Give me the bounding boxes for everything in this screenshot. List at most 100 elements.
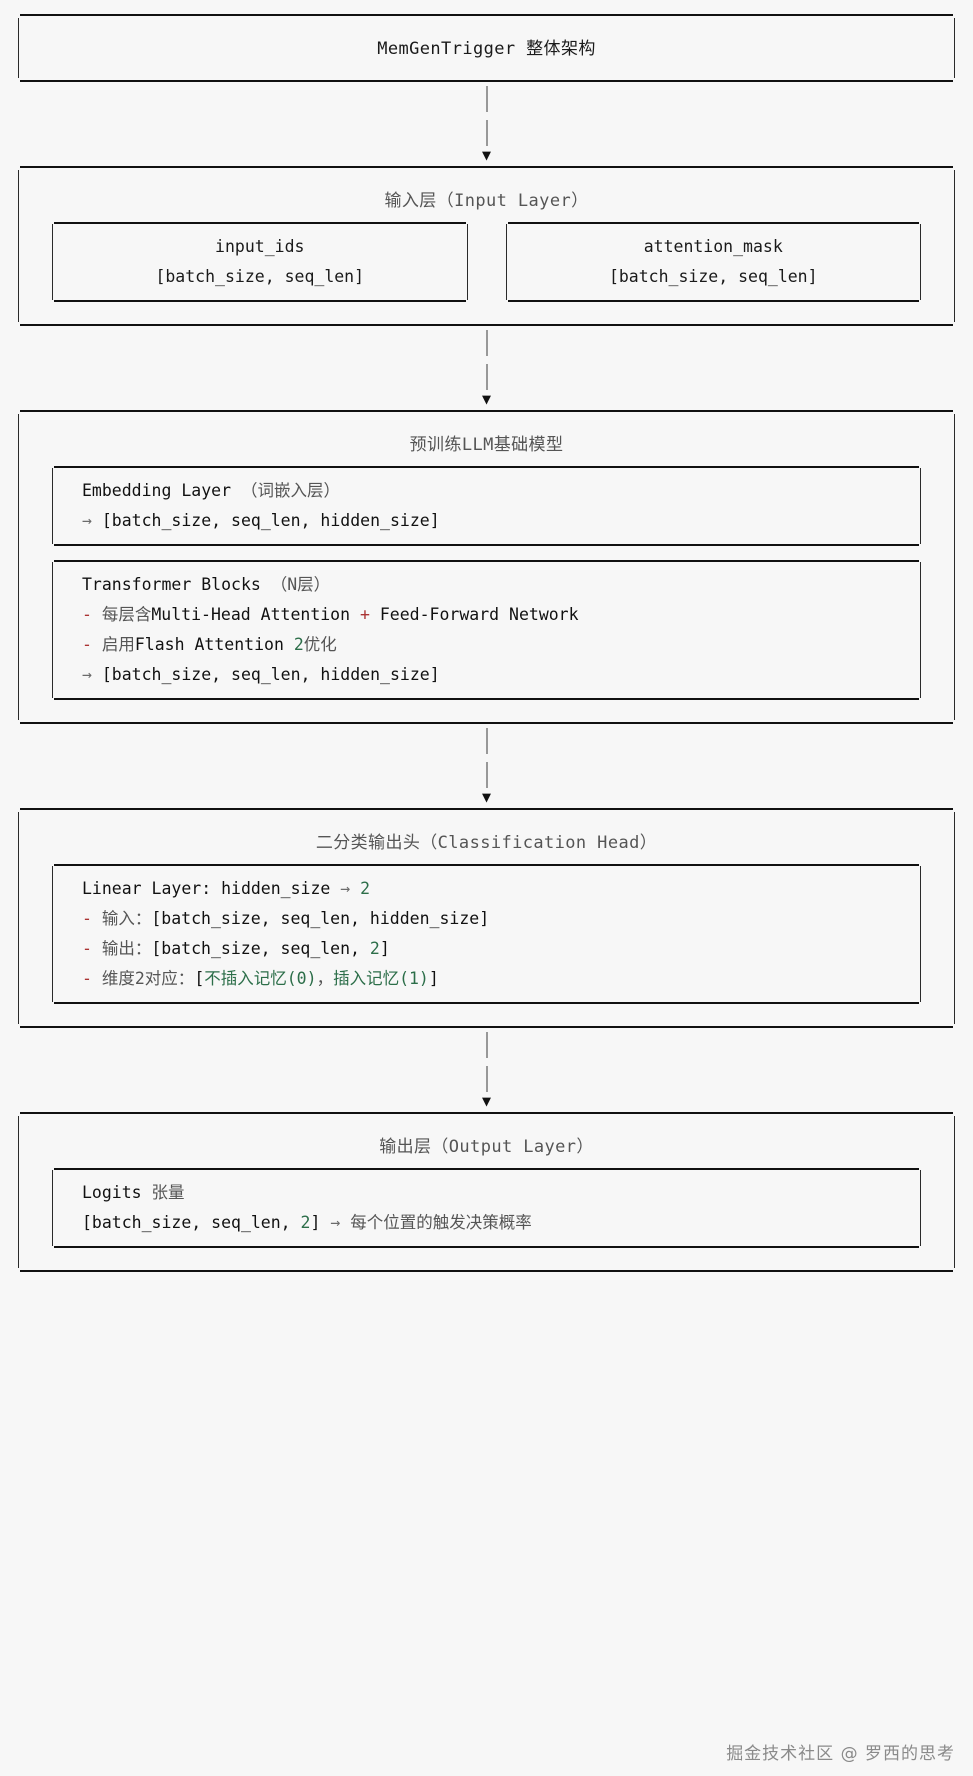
embedding-title: Embedding Layer （词嵌入层） bbox=[52, 476, 921, 506]
transformer-bullet-1: - 每层含Multi-Head Attention + Feed-Forward… bbox=[52, 600, 921, 630]
linear-input-label: 输入： bbox=[101, 909, 152, 928]
connector-head-to-output: ▼ bbox=[0, 1028, 973, 1112]
linear-layer-title-text: Linear Layer: hidden_size bbox=[82, 879, 341, 898]
box-rule-bottom bbox=[20, 722, 953, 724]
attention-mask-column: attention_mask [batch_size, seq_len] bbox=[505, 222, 922, 302]
spacer bbox=[18, 700, 955, 712]
box-rule-bottom bbox=[20, 1026, 953, 1028]
spacer bbox=[18, 1248, 955, 1260]
connector-title-to-input: ▼ bbox=[0, 82, 973, 166]
transformer-shape: [batch_size, seq_len, hidden_size] bbox=[101, 665, 440, 684]
box-rule-top bbox=[54, 1168, 919, 1170]
input-ids-column: input_ids [batch_size, seq_len] bbox=[52, 222, 468, 302]
llm-base-header: 预训练LLM基础模型 bbox=[409, 435, 564, 455]
input-ids-shape: [batch_size, seq_len] bbox=[155, 267, 365, 286]
box-rule-top bbox=[54, 864, 919, 866]
box-rule-bottom bbox=[20, 80, 953, 82]
input-layer-header: 输入层（Input Layer） bbox=[384, 191, 589, 211]
box-rule-top bbox=[54, 222, 466, 224]
input-ids-box: input_ids [batch_size, seq_len] bbox=[52, 222, 468, 302]
box-rule-bottom bbox=[54, 698, 919, 700]
arrow-down-icon: ▼ bbox=[481, 146, 492, 164]
linear-input-shape: [batch_size, seq_len, hidden_size] bbox=[151, 909, 490, 928]
watermark: 掘金技术社区 @ 罗西的思考 bbox=[726, 1744, 955, 1764]
box-rule-top bbox=[20, 14, 953, 16]
linear-dim-option-1: 插入记忆(1) bbox=[333, 969, 429, 988]
attention-mask-name: attention_mask bbox=[643, 237, 783, 256]
box-rule-bottom bbox=[54, 544, 919, 546]
transformer-bullet-1-en-a: Multi-Head Attention bbox=[151, 605, 360, 624]
arrow-down-icon: ▼ bbox=[481, 788, 492, 806]
linear-output-shape-b: ] bbox=[379, 939, 390, 958]
bullet-dash: - bbox=[82, 605, 92, 624]
logits-description: 每个位置的触发决策概率 bbox=[340, 1213, 532, 1232]
logits-title-en: Logits bbox=[82, 1183, 152, 1202]
box-rule-top bbox=[54, 560, 919, 562]
connector-segment bbox=[486, 1066, 487, 1092]
connector-segment bbox=[486, 86, 487, 112]
box-rule-top bbox=[20, 1112, 953, 1114]
transformer-bullet-2-cjk: 启用 bbox=[101, 635, 135, 654]
arrow-right-icon: → bbox=[82, 511, 92, 530]
output-layer-header: 输出层（Output Layer） bbox=[379, 1137, 594, 1157]
connector-segment bbox=[486, 364, 487, 390]
connector-segment bbox=[486, 1032, 487, 1058]
embedding-title-cjk: （词嵌入层） bbox=[240, 481, 340, 500]
embedding-shape: [batch_size, seq_len, hidden_size] bbox=[101, 511, 440, 530]
transformer-title: Transformer Blocks （N层） bbox=[52, 570, 921, 600]
linear-input-line: - 输入：[batch_size, seq_len, hidden_size] bbox=[52, 904, 921, 934]
linear-layer-out-dim: 2 bbox=[360, 879, 371, 898]
box-body: Linear Layer: hidden_size → 2 - 输入：[batc… bbox=[52, 866, 921, 1002]
arrow-right-icon: → bbox=[340, 879, 351, 898]
plus-sign: + bbox=[360, 605, 370, 624]
transformer-bullet-2-tail: 优化 bbox=[303, 635, 337, 654]
box-body: 二分类输出头（Classification Head） Linear Layer… bbox=[18, 810, 955, 1026]
embedding-layer-box: Embedding Layer （词嵌入层） → [batch_size, se… bbox=[52, 466, 921, 546]
transformer-bullet-1-cjk: 每层含 bbox=[101, 605, 152, 624]
classification-head-box: 二分类输出头（Classification Head） Linear Layer… bbox=[18, 808, 955, 1028]
bullet-dash: - bbox=[82, 939, 92, 958]
box-body: MemGenTrigger 整体架构 bbox=[18, 16, 955, 80]
transformer-bullet-2-num: 2 bbox=[293, 635, 304, 654]
box-body: 输出层（Output Layer） Logits 张量 [batch_size,… bbox=[18, 1114, 955, 1270]
spacer bbox=[18, 302, 955, 314]
box-rule-top bbox=[20, 808, 953, 810]
transformer-bullet-2: - 启用Flash Attention 2优化 bbox=[52, 630, 921, 660]
output-layer-box: 输出层（Output Layer） Logits 张量 [batch_size,… bbox=[18, 1112, 955, 1272]
box-body: input_ids [batch_size, seq_len] bbox=[52, 224, 468, 300]
linear-output-label: 输出： bbox=[101, 939, 152, 958]
box-body: Embedding Layer （词嵌入层） → [batch_size, se… bbox=[52, 468, 921, 544]
bullet-dash: - bbox=[82, 969, 92, 988]
box-rule-bottom bbox=[54, 1246, 919, 1248]
logits-shape-num: 2 bbox=[300, 1213, 311, 1232]
logits-title-cjk: 张量 bbox=[151, 1183, 185, 1202]
linear-layer-title: Linear Layer: hidden_size → 2 bbox=[52, 874, 921, 904]
transformer-bullet-2-en: Flash Attention bbox=[134, 635, 294, 654]
logits-shape-a: [batch_size, seq_len, bbox=[82, 1213, 301, 1232]
bracket-close: ] bbox=[428, 969, 439, 988]
attention-mask-shape: [batch_size, seq_len] bbox=[608, 267, 818, 286]
diagram-title: MemGenTrigger 整体架构 bbox=[377, 39, 596, 59]
linear-dim-comma: ， bbox=[316, 969, 334, 988]
transformer-blocks-box: Transformer Blocks （N层） - 每层含Multi-Head … bbox=[52, 560, 921, 700]
box-body: Logits 张量 [batch_size, seq_len, 2] → 每个位… bbox=[52, 1170, 921, 1246]
input-ids-name: input_ids bbox=[215, 237, 305, 256]
logits-shape-b: ] bbox=[310, 1213, 331, 1232]
box-body: 输入层（Input Layer） input_ids [batch_size, … bbox=[18, 168, 955, 324]
box-rule-bottom bbox=[54, 300, 466, 302]
attention-mask-box: attention_mask [batch_size, seq_len] bbox=[505, 222, 922, 302]
embedding-shape-line: → [batch_size, seq_len, hidden_size] bbox=[52, 506, 921, 536]
input-fields-row: input_ids [batch_size, seq_len] attentio… bbox=[18, 222, 955, 302]
linear-output-shape-a: [batch_size, seq_len, bbox=[151, 939, 370, 958]
box-rule-bottom bbox=[20, 324, 953, 326]
box-rule-top bbox=[54, 466, 919, 468]
linear-dim-option-0: 不插入记忆(0) bbox=[204, 969, 317, 988]
box-body: 预训练LLM基础模型 Embedding Layer （词嵌入层） → [bat… bbox=[18, 412, 955, 722]
classification-head-header: 二分类输出头（Classification Head） bbox=[315, 833, 658, 853]
connector-segment bbox=[486, 728, 487, 754]
input-layer-box: 输入层（Input Layer） input_ids [batch_size, … bbox=[18, 166, 955, 326]
connector-input-to-llm: ▼ bbox=[0, 326, 973, 410]
spacer bbox=[18, 546, 955, 560]
connector-segment bbox=[486, 330, 487, 356]
